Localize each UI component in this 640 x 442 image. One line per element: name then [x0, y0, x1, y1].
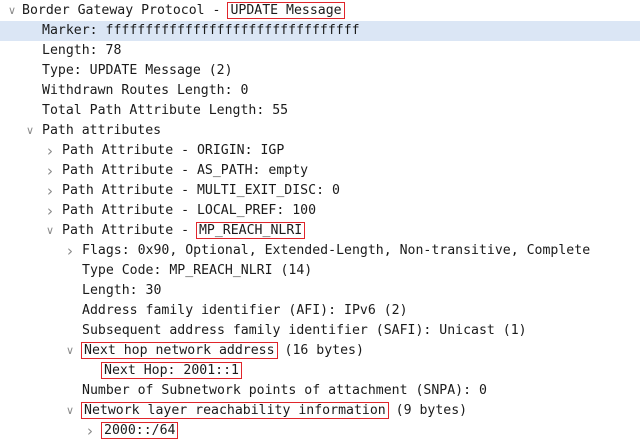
tree-row[interactable]: Length: 78: [0, 41, 640, 61]
tree-row[interactable]: ∨ Border Gateway Protocol - UPDATE Messag…: [0, 1, 640, 21]
highlighted-field: MP_REACH_NLRI: [195, 222, 306, 239]
tree-row-text: Marker: ffffffffffffffffffffffffffffffff: [42, 21, 360, 41]
field-suffix: (9 bytes): [387, 403, 468, 418]
tree-row-text: Path Attribute - MP_REACH_NLRI: [62, 221, 306, 241]
tree-row-text: Type Code: MP_REACH_NLRI (14): [82, 261, 312, 281]
field-label: Path Attribute -: [62, 223, 197, 238]
highlighted-field: 2000::/64: [100, 422, 179, 439]
tree-row[interactable]: Total Path Attribute Length: 55: [0, 101, 640, 121]
tree-row-text: Length: 78: [42, 41, 121, 61]
chevron-right-icon[interactable]: ›: [47, 162, 53, 180]
tree-row[interactable]: Next Hop: 2001::1: [0, 361, 640, 381]
field-label: Total Path Attribute Length: 55: [42, 103, 289, 118]
tree-row-text: Total Path Attribute Length: 55: [42, 101, 288, 121]
chevron-right-icon[interactable]: ›: [47, 182, 53, 200]
tree-row[interactable]: ∨ Next hop network address (16 bytes): [0, 341, 640, 361]
tree-row-text: Next hop network address (16 bytes): [81, 341, 364, 361]
chevron-down-icon[interactable]: ∨: [7, 4, 17, 17]
tree-row[interactable]: › Path Attribute - ORIGIN: IGP: [0, 141, 640, 161]
tree-row-text: Path Attribute - AS_PATH: empty: [62, 161, 308, 181]
field-label: Flags: 0x90, Optional, Extended-Length, …: [82, 243, 591, 258]
field-label: Number of Subnetwork points of attachmen…: [82, 383, 487, 398]
field-label: Path Attribute - ORIGIN: IGP: [62, 143, 285, 158]
tree-row[interactable]: › Path Attribute - MULTI_EXIT_DISC: 0: [0, 181, 640, 201]
chevron-down-icon[interactable]: ∨: [25, 124, 35, 137]
chevron-right-icon[interactable]: ›: [47, 202, 53, 220]
field-label: Path Attribute - MULTI_EXIT_DISC: 0: [62, 183, 340, 198]
chevron-right-icon[interactable]: ›: [47, 142, 53, 160]
field-label: Marker: ffffffffffffffffffffffffffffffff: [42, 23, 360, 38]
tree-row[interactable]: Number of Subnetwork points of attachmen…: [0, 381, 640, 401]
highlighted-field: UPDATE Message: [227, 2, 345, 19]
field-suffix: (16 bytes): [276, 343, 364, 358]
field-label: Border Gateway Protocol -: [22, 3, 229, 18]
tree-row-text: Path Attribute - ORIGIN: IGP: [62, 141, 284, 161]
tree-row-text: Path attributes: [42, 121, 161, 141]
tree-row-text: Path Attribute - LOCAL_PREF: 100: [62, 201, 316, 221]
tree-row[interactable]: Type: UPDATE Message (2): [0, 61, 640, 81]
tree-row-text: Flags: 0x90, Optional, Extended-Length, …: [82, 241, 590, 261]
tree-row[interactable]: Type Code: MP_REACH_NLRI (14): [0, 261, 640, 281]
field-label: Path attributes: [42, 123, 162, 138]
field-label: Type Code: MP_REACH_NLRI (14): [82, 263, 313, 278]
chevron-right-icon[interactable]: ›: [87, 422, 93, 440]
tree-row-text: Border Gateway Protocol - UPDATE Message: [22, 1, 345, 21]
highlighted-field: Network layer reachability information: [81, 402, 389, 419]
tree-row[interactable]: ∨ Network layer reachability information …: [0, 401, 640, 421]
tree-row[interactable]: Subsequent address family identifier (SA…: [0, 321, 640, 341]
field-label: Address family identifier (AFI): IPv6 (2…: [82, 303, 408, 318]
field-label: Subsequent address family identifier (SA…: [82, 323, 527, 338]
tree-row[interactable]: Address family identifier (AFI): IPv6 (2…: [0, 301, 640, 321]
tree-row[interactable]: › Flags: 0x90, Optional, Extended-Length,…: [0, 241, 640, 261]
field-label: Type: UPDATE Message (2): [42, 63, 233, 78]
chevron-down-icon[interactable]: ∨: [65, 404, 75, 417]
tree-row[interactable]: › 2000::/64: [0, 421, 640, 441]
tree-row[interactable]: Withdrawn Routes Length: 0: [0, 81, 640, 101]
tree-row-text: Length: 30: [82, 281, 161, 301]
tree-row-text: Next Hop: 2001::1: [101, 361, 242, 381]
tree-row-text: Type: UPDATE Message (2): [42, 61, 233, 81]
chevron-down-icon[interactable]: ∨: [45, 224, 55, 237]
tree-row[interactable]: › Path Attribute - LOCAL_PREF: 100: [0, 201, 640, 221]
tree-row[interactable]: ∨ Path attributes: [0, 121, 640, 141]
tree-row[interactable]: ∨ Path Attribute - MP_REACH_NLRI: [0, 221, 640, 241]
tree-row[interactable]: Marker: ffffffffffffffffffffffffffffffff: [0, 21, 640, 41]
highlighted-field: Next hop network address: [81, 342, 278, 359]
tree-row[interactable]: Length: 30: [0, 281, 640, 301]
tree-row-text: Number of Subnetwork points of attachmen…: [82, 381, 487, 401]
field-label: Length: 30: [82, 283, 162, 298]
tree-row-text: 2000::/64: [100, 421, 179, 441]
tree-row-text: Withdrawn Routes Length: 0: [42, 81, 248, 101]
field-label: Length: 78: [42, 43, 122, 58]
tree-row-text: Address family identifier (AFI): IPv6 (2…: [82, 301, 408, 321]
highlighted-field: Next Hop: 2001::1: [101, 362, 242, 379]
field-label: Withdrawn Routes Length: 0: [42, 83, 249, 98]
tree-row-text: Subsequent address family identifier (SA…: [82, 321, 527, 341]
field-label: Path Attribute - LOCAL_PREF: 100: [62, 203, 317, 218]
chevron-down-icon[interactable]: ∨: [65, 344, 75, 357]
field-label: Path Attribute - AS_PATH: empty: [62, 163, 309, 178]
tree-row-text: Network layer reachability information (…: [81, 401, 468, 421]
tree-row-text: Path Attribute - MULTI_EXIT_DISC: 0: [62, 181, 340, 201]
chevron-right-icon[interactable]: ›: [67, 242, 73, 260]
tree-row[interactable]: › Path Attribute - AS_PATH: empty: [0, 161, 640, 181]
